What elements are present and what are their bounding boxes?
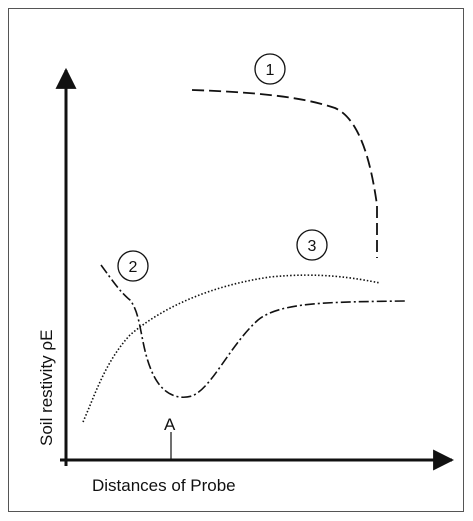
curve-3 [82, 274, 381, 423]
curve-3-number: 3 [308, 238, 317, 255]
x-axis-label: Distances of Probe [92, 476, 236, 495]
curve-2-number: 2 [129, 259, 138, 276]
y-axis-label: Soil restivity ρE [37, 330, 56, 446]
marker-a-label: A [164, 415, 176, 434]
curve-3-badge: 3 [296, 229, 328, 261]
curve-1 [191, 89, 378, 258]
curve-1-number: 1 [266, 62, 275, 79]
curve-1-badge: 1 [254, 53, 286, 85]
curve-2 [100, 264, 406, 398]
curve-2-badge: 2 [117, 250, 149, 282]
